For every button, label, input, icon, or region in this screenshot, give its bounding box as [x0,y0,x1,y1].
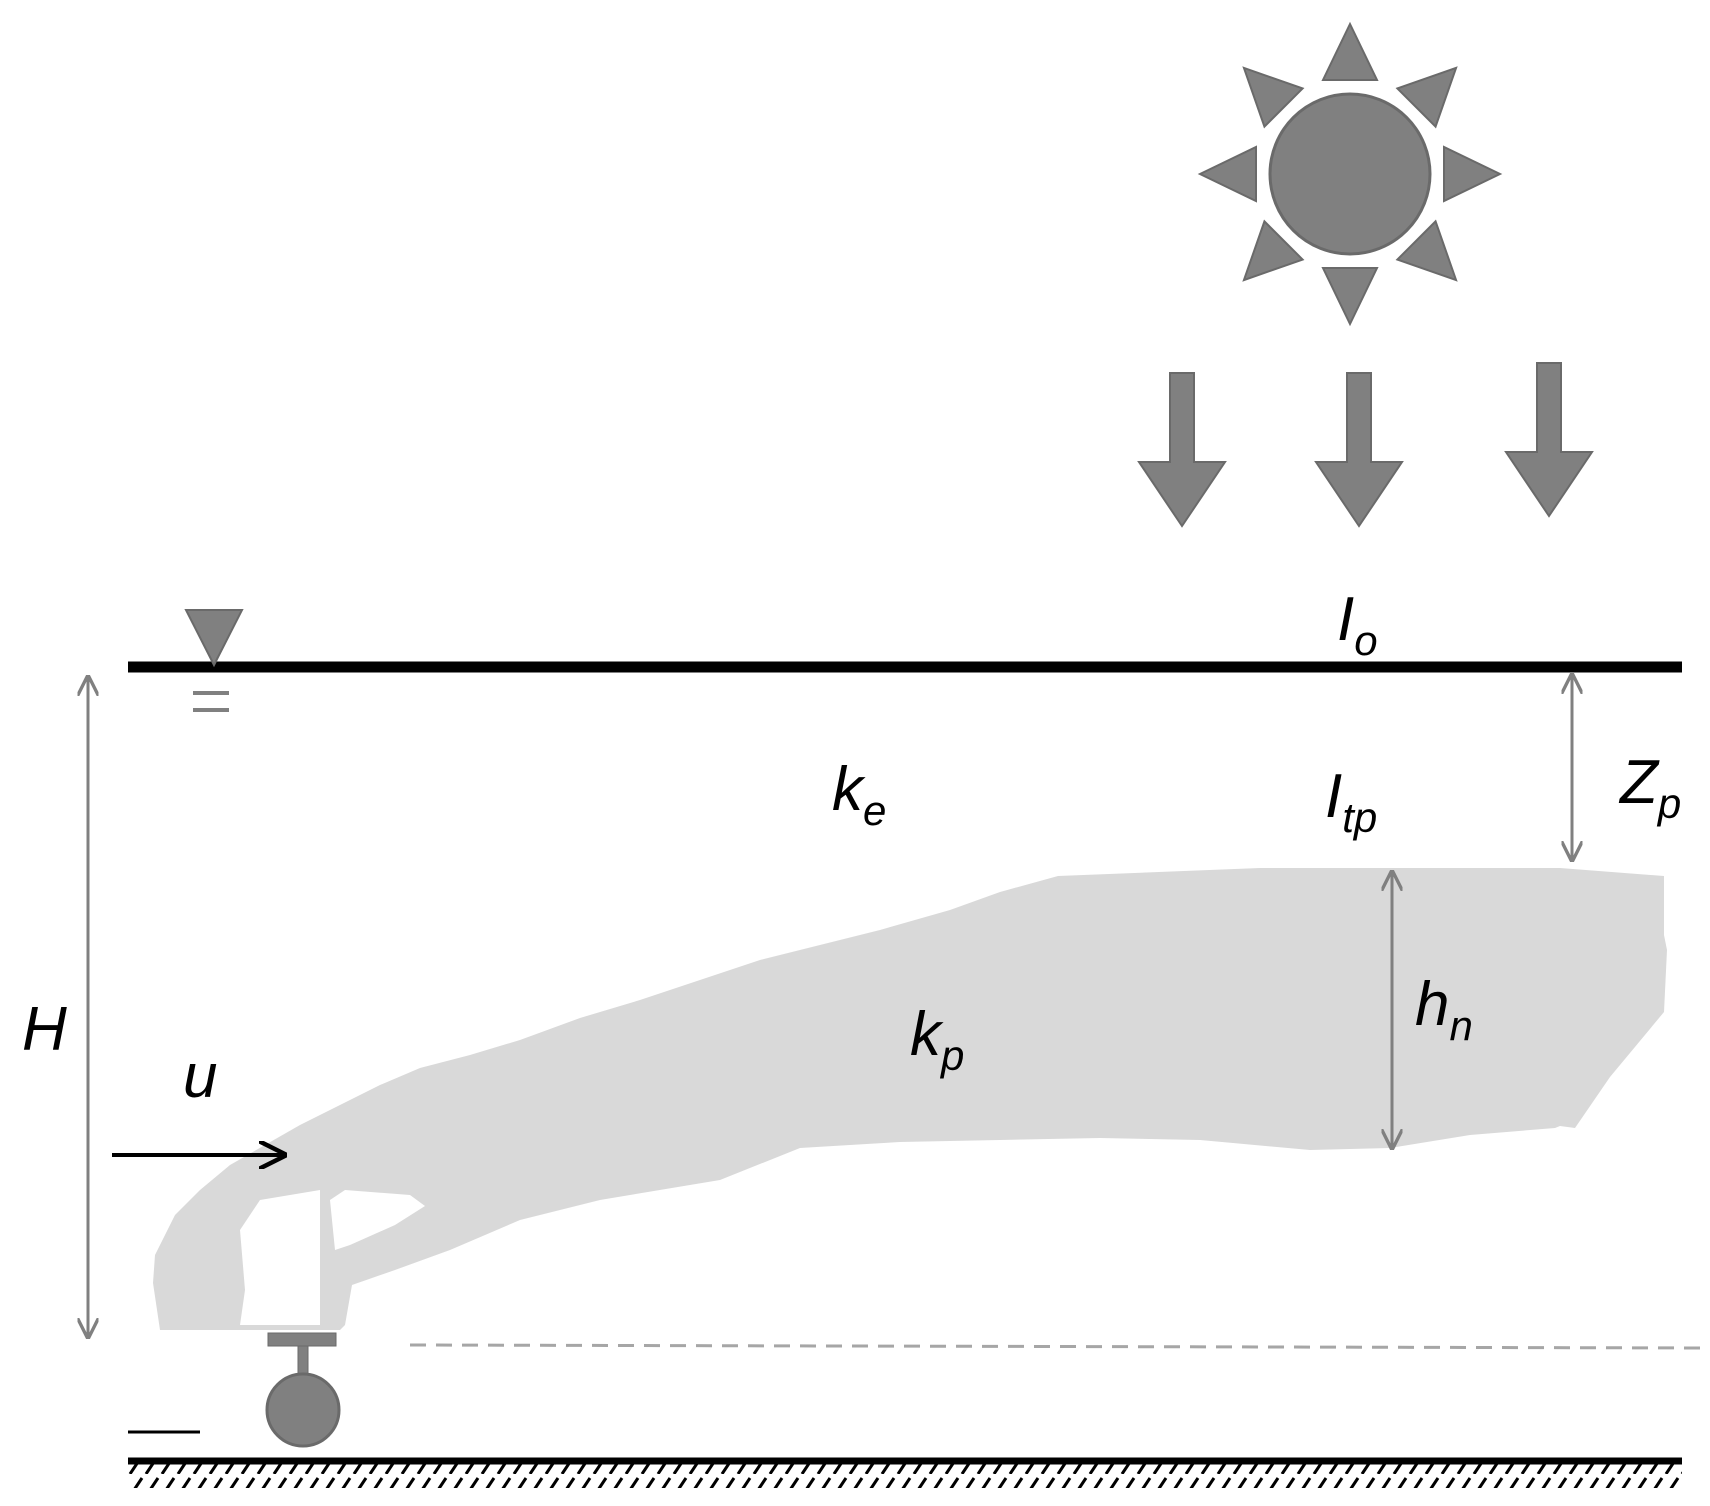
water-depth-label: H [22,995,67,1064]
ambient-attenuation-label: ke [832,755,886,834]
plume-top-light-label: Itp [1325,762,1377,841]
sun-ray [1395,66,1458,129]
sun-ray [1242,219,1305,282]
current-velocity-label: u [183,1042,217,1111]
water-level-triangle-icon [184,609,244,712]
sun-ray [1197,145,1257,203]
plume-attenuation-label: kp [910,1000,964,1079]
down-arrow-icon [1137,372,1227,528]
plume-shape [153,868,1667,1330]
plume-depth-label: Zp [1618,748,1681,827]
sun-icon [1197,21,1503,327]
surface-light-label: Io [1337,585,1378,664]
sun-ray [1242,66,1305,129]
dashed-reference-line [409,1343,1705,1350]
plume-thickness-label: hn [1415,970,1473,1049]
sun-ray [1321,21,1379,81]
sun-ray [1395,219,1458,282]
hatched-ground-icon [128,1430,1682,1488]
sun-ray [1443,145,1503,203]
down-arrow-icon [1504,362,1594,518]
diffuser-nozzle-icon [265,1332,341,1448]
sun-ray [1321,267,1379,327]
light-rays [1137,362,1594,528]
down-arrow-icon [1314,372,1404,528]
sun-disc [1268,92,1432,256]
